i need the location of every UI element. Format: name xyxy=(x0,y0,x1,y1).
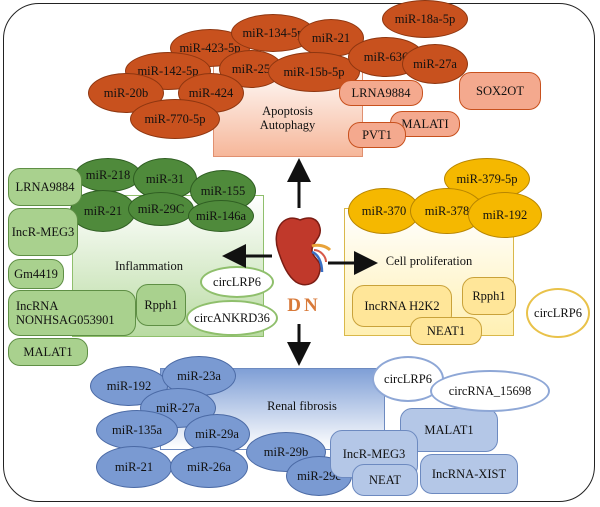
infl-circrna-node: circLRP6 xyxy=(200,266,274,298)
fibrosis-lncrna-node: NEAT xyxy=(352,464,418,496)
apo-lncrna-node: LRNA9884 xyxy=(339,80,423,106)
proliferation-title: Cell proliferation xyxy=(385,254,473,268)
apo-mirna-node: miR-27a xyxy=(402,44,468,84)
fibrosis-title: Renal fibrosis xyxy=(267,399,337,413)
fibrosis-mirna-node: miR-26a xyxy=(170,446,248,488)
apo-mirna-node: miR-18a-5p xyxy=(382,0,468,38)
infl-lncrna-node: LRNA9884 xyxy=(8,168,82,206)
apo-mirna-node: miR-20b xyxy=(88,73,164,113)
kidney-icon xyxy=(275,217,332,286)
fibrosis-mirna-node: miR-21 xyxy=(96,446,172,488)
apo-mirna-node: miR-21 xyxy=(298,19,364,57)
fibrosis-circrna-node: circRNA_15698 xyxy=(430,370,550,412)
prolif-mirna-node: miR-192 xyxy=(468,192,542,238)
prolif-lncrna-node: Rpph1 xyxy=(462,277,516,315)
center-label: DN xyxy=(287,295,321,316)
inflammation-title: Inflammation xyxy=(114,259,184,273)
infl-lncrna-node: Gm4419 xyxy=(8,259,64,289)
fibrosis-lncrna-node: IncRNA-XIST xyxy=(420,454,518,494)
infl-lncrna-label: IncRNA NONHSAG053901 xyxy=(16,299,126,327)
diagram-frame xyxy=(3,3,595,502)
infl-lncrna-line1: IncRNA xyxy=(16,299,59,313)
apoptosis-title: Apoptosis Autophagy xyxy=(240,104,335,132)
infl-lncrna-node xyxy=(8,290,136,336)
infl-lncrna-node: Rpph1 xyxy=(136,284,186,326)
prolif-lncrna-node: NEAT1 xyxy=(410,317,482,345)
infl-mirna-node: miR-218 xyxy=(75,158,141,192)
infl-lncrna-line2: NONHSAG053901 xyxy=(16,313,115,327)
apo-mirna-node: miR-770-5p xyxy=(130,99,220,139)
prolif-mirna-node: miR-370 xyxy=(348,188,420,234)
infl-lncrna-node: MALAT1 xyxy=(8,338,88,366)
apoptosis-title-line2: Autophagy xyxy=(259,118,316,132)
prolif-circrna-node: circLRP6 xyxy=(526,288,590,338)
infl-circrna-node: circANKRD36 xyxy=(186,300,278,336)
infl-lncrna-node: IncR-MEG3 xyxy=(8,208,78,256)
fibrosis-mirna-node: miR-135a xyxy=(96,410,178,450)
fibrosis-mirna-node: miR-23a xyxy=(162,356,236,396)
infl-mirna-node: miR-146a xyxy=(188,200,254,232)
apo-lncrna-node: SOX2OT xyxy=(459,72,541,110)
apo-lncrna-node: PVT1 xyxy=(348,122,406,148)
apoptosis-title-line1: Apoptosis xyxy=(262,104,313,118)
